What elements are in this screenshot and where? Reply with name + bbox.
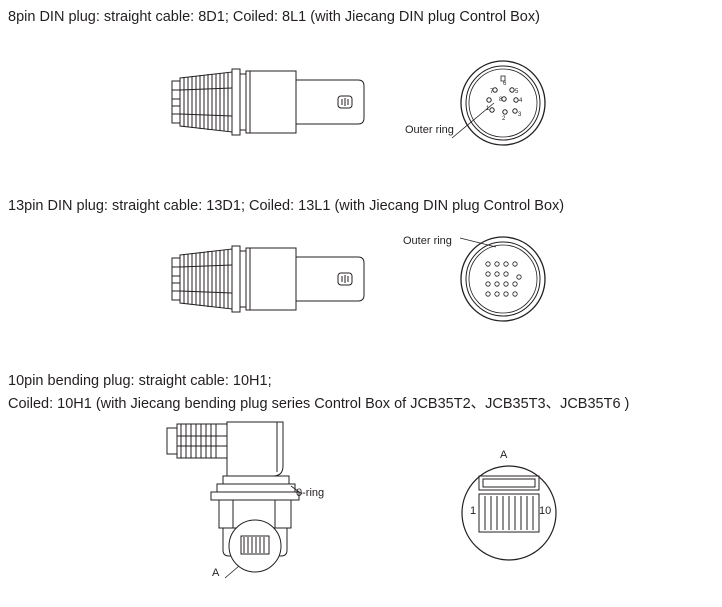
heading-13pin: 13pin DIN plug: straight cable: 13D1; Co… <box>8 198 565 214</box>
side-view-label-a: A <box>212 567 220 579</box>
pin-number-6: 6 <box>503 81 507 87</box>
din-plug-8pin-front-view: 6 7 5 8 4 1 3 2 <box>458 58 548 148</box>
pin-number-1: 1 <box>486 106 490 112</box>
din-plug-13pin-front-view <box>458 234 548 324</box>
outer-ring-label-13pin: Outer ring <box>403 235 452 247</box>
pin-start-label: 1 <box>470 505 477 517</box>
pin-number-5: 5 <box>515 89 519 95</box>
heading-10pin-line2: Coiled: 10H1 (with Jiecang bending plug … <box>8 396 630 412</box>
din-plug-13pin-side-view <box>170 243 375 315</box>
pin-number-8: 8 <box>499 97 503 103</box>
o-ring-label: 0-ring <box>296 487 325 499</box>
bending-plug-10pin-side-view <box>165 418 305 588</box>
front-view-label-a: A <box>500 449 508 461</box>
pin-number-7: 7 <box>490 89 494 95</box>
pin-end-label: 10 <box>539 505 552 517</box>
pin-number-3: 3 <box>518 112 522 118</box>
pin-number-2: 2 <box>502 116 506 122</box>
heading-8pin: 8pin DIN plug: straight cable: 8D1; Coil… <box>8 9 540 25</box>
din-plug-8pin-side-view <box>170 66 375 138</box>
bending-plug-10pin-front-view <box>457 458 567 568</box>
pin-number-4: 4 <box>519 98 523 104</box>
outer-ring-label-8pin: Outer ring <box>405 124 454 136</box>
heading-10pin-line1: 10pin bending plug: straight cable: 10H1… <box>8 373 272 389</box>
